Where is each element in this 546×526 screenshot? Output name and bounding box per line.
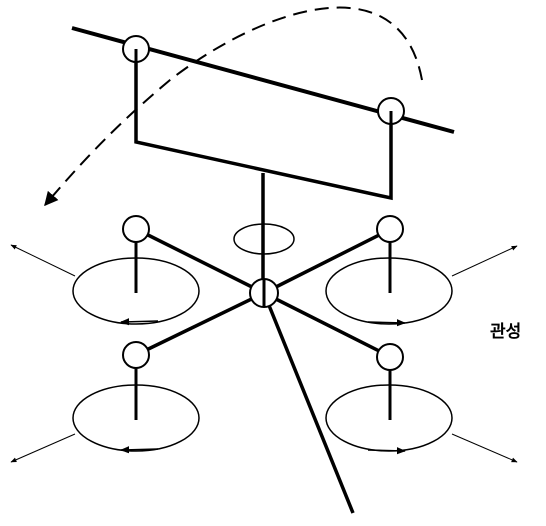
long-rod bbox=[262, 292, 355, 514]
force-arrow-lower-right bbox=[451, 433, 518, 463]
rotor-lower-left bbox=[72, 341, 200, 454]
arm-lower-left bbox=[135, 291, 265, 357]
rotor-upper-left-hub-icon bbox=[122, 215, 150, 243]
rotor-lower-left-hub-icon bbox=[122, 341, 150, 369]
arm-upper-right bbox=[263, 227, 392, 295]
arm-lower-right bbox=[263, 291, 392, 359]
rotor-upper-right-hub-icon bbox=[376, 215, 404, 243]
upper-frame bbox=[134, 50, 393, 201]
rotor-lower-right bbox=[325, 343, 453, 455]
force-arrow-upper-right bbox=[451, 245, 518, 277]
central-rotation-ellipse bbox=[233, 223, 295, 255]
swing-trajectory-arrow bbox=[44, 6, 423, 207]
rotor-upper-right bbox=[325, 215, 453, 327]
rotor-upper-left bbox=[72, 215, 200, 326]
inertia-label: 관성 bbox=[490, 322, 521, 342]
force-arrow-lower-left bbox=[10, 433, 76, 463]
rotor-lower-right-hub-icon bbox=[376, 343, 404, 371]
arm-upper-left bbox=[135, 227, 265, 295]
force-arrow-upper-left bbox=[10, 244, 76, 277]
